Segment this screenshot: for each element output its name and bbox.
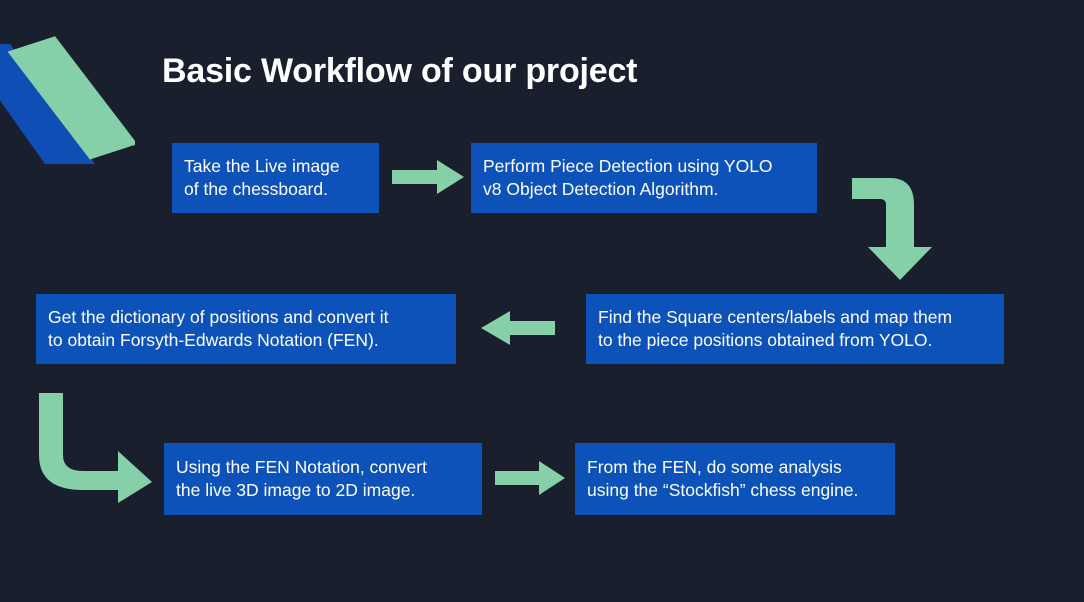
flow-step-line: using the “Stockfish” chess engine. — [587, 480, 859, 500]
arrow-right-icon — [392, 160, 464, 194]
flow-step-line: Get the dictionary of positions and conv… — [48, 306, 389, 327]
flow-step-box-6[interactable]: From the FEN, do some analysis using the… — [575, 443, 895, 515]
flow-step-line: v8 Object Detection Algorithm. — [483, 179, 719, 199]
arrow-right-icon — [495, 461, 565, 495]
flow-step-line: Take the Live image — [184, 155, 340, 176]
arrow-curve-right-icon — [39, 393, 152, 503]
corner-decoration — [0, 36, 135, 164]
flow-step-box-5[interactable]: Using the FEN Notation, convert the live… — [164, 443, 482, 515]
flow-step-line: of the chessboard. — [184, 179, 328, 199]
flow-step-line: Find the Square centers/labels and map t… — [598, 306, 953, 327]
flow-step-box-2[interactable]: Perform Piece Detection using YOLO v8 Ob… — [471, 143, 817, 213]
flow-step-line: Using the FEN Notation, convert — [176, 456, 427, 477]
flow-step-line: the live 3D image to 2D image. — [176, 480, 416, 500]
decor-green-parallelogram — [7, 36, 135, 160]
flow-step-box-4[interactable]: Get the dictionary of positions and conv… — [36, 294, 456, 364]
flow-step-line: to the piece positions obtained from YOL… — [598, 330, 933, 350]
decor-blue-parallelogram — [0, 44, 95, 164]
flow-step-line: to obtain Forsyth-Edwards Notation (FEN)… — [48, 330, 379, 350]
arrow-curve-down-icon — [852, 178, 932, 280]
page-title: Basic Workflow of our project — [162, 52, 638, 90]
flow-step-line: From the FEN, do some analysis — [587, 456, 842, 477]
flow-step-line: Perform Piece Detection using YOLO — [483, 155, 773, 176]
flow-step-box-1[interactable]: Take the Live image of the chessboard. — [172, 143, 379, 213]
flow-step-box-3[interactable]: Find the Square centers/labels and map t… — [586, 294, 1004, 364]
arrow-left-icon — [481, 311, 555, 345]
